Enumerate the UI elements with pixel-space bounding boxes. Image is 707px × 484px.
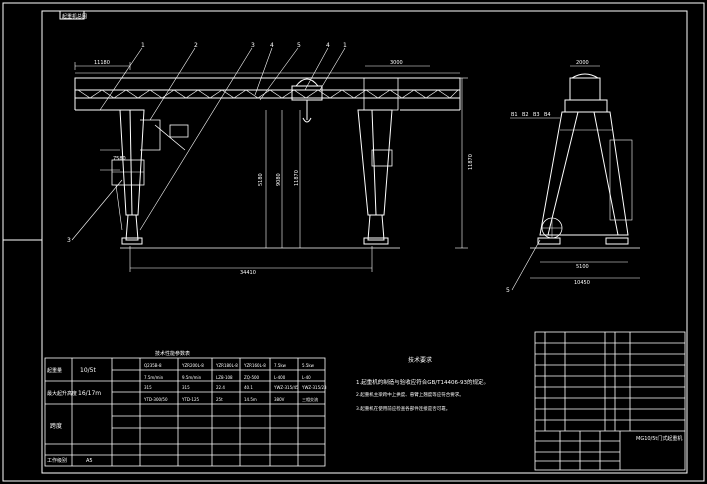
spec-cell-13: 315	[182, 385, 190, 390]
side-dim-top: 2000	[576, 60, 589, 66]
spec-row-value-1: 16/17m	[78, 390, 101, 397]
spec-cell-14: 22.4	[216, 385, 225, 390]
spec-cell-17: YWZ-315/23	[301, 385, 327, 390]
dim-overall-height: 11870	[468, 154, 474, 170]
spec-cell-2: YZR180L-8	[215, 363, 238, 368]
spec-row-value-0: 10/5t	[80, 367, 96, 374]
dim-top-left: 11180	[94, 60, 110, 66]
leader-4b: 4	[326, 42, 330, 49]
spec-cell-3: YZR160L-8	[243, 363, 266, 368]
leader-4a: 4	[270, 42, 274, 49]
spec-cell-20: 25t	[216, 397, 223, 402]
spec-row-value-3: A5	[86, 458, 93, 464]
note-3: 3.起重机在使用前应检查各部件连接是否可靠。	[356, 405, 450, 412]
side-left-leg	[539, 111, 579, 236]
inner-frame	[41, 10, 688, 474]
side-right-leg	[593, 111, 629, 236]
dim-span: 34410	[240, 270, 256, 276]
spec-cell-8: LZ8-108	[216, 375, 233, 380]
leader-1a: 1	[141, 42, 145, 49]
spec-cell-21: 14.5m	[244, 397, 257, 402]
dim-top-right: 3000	[390, 60, 403, 66]
leader-5-side: 5	[506, 287, 510, 294]
spec-cell-22: 380V	[274, 397, 285, 402]
side-label-b4: B4	[544, 112, 551, 118]
spec-row-label-2: 跨度	[50, 422, 62, 430]
spec-cell-23: 三相交流	[302, 396, 318, 402]
spec-cell-4: 7.5kw	[274, 363, 287, 368]
side-dim-base: 10450	[574, 280, 590, 286]
main-girder	[74, 77, 461, 91]
left-leg	[119, 109, 145, 216]
spec-cell-16: YWZ-315/45	[273, 385, 299, 390]
spec-row-label-1: 最大起升高度	[47, 390, 77, 397]
spec-cell-15: 40.1	[244, 385, 253, 390]
spec-cell-19: YTD-125	[181, 397, 200, 402]
dim-height-right: 11870	[294, 170, 300, 186]
leader-1b: 1	[343, 42, 347, 49]
spec-cell-11: L-40	[302, 375, 311, 380]
drawing-tag-box	[59, 10, 85, 20]
spec-cell-18: YTD-300/50	[143, 397, 168, 402]
leader-3-left: 3	[67, 237, 71, 244]
spec-cells: Q235B-8 YZR200L-8 YZR180L-8 YZR160L-8 7.5kw 5…	[143, 363, 327, 402]
spec-cell-9: ZQ-500	[244, 375, 260, 380]
spec-cell-5: 5.5kw	[302, 363, 315, 368]
leader-2: 2	[194, 42, 198, 49]
spec-cell-6: 7.5m/min	[144, 375, 164, 380]
spec-cell-0: Q235B-8	[144, 363, 162, 368]
leader-3: 3	[251, 42, 255, 49]
dim-height-mid: 9080	[276, 173, 282, 186]
side-label-b2: B2	[522, 112, 529, 118]
spec-table	[44, 357, 326, 467]
spec-cell-7: 9.5m/min	[182, 375, 202, 380]
spec-row-label-3: 工作级别	[47, 457, 67, 464]
side-label-b1: B1	[511, 112, 518, 118]
spec-cell-10: L-400	[274, 375, 286, 380]
spec-row-label-0: 起重量	[47, 367, 62, 374]
side-dim-rail: 5100	[576, 264, 589, 270]
title-block-project: MG10/5t门式起重机	[636, 435, 682, 442]
drawing-tag: 起重机总图	[62, 13, 87, 20]
dim-height-left: 5180	[258, 173, 264, 186]
spec-cell-12: 315	[144, 385, 152, 390]
dim-side: 7580	[113, 156, 126, 162]
note-1: 1.起重机的制造与验收应符合GB/T14406-93的规定。	[356, 378, 489, 386]
note-2: 2.起重机主梁跨中上拱度、悬臂上翘度等应符合要求。	[356, 391, 464, 398]
side-label-b3: B3	[533, 112, 540, 118]
side-elevation	[530, 73, 640, 249]
spec-cell-1: YZR200L-8	[181, 363, 204, 368]
front-elevation	[74, 72, 461, 249]
spec-table-title: 技术性能参数表	[155, 350, 190, 357]
leader-5: 5	[297, 42, 301, 49]
notes-title: 技术要求	[408, 356, 432, 364]
title-block	[534, 331, 686, 471]
